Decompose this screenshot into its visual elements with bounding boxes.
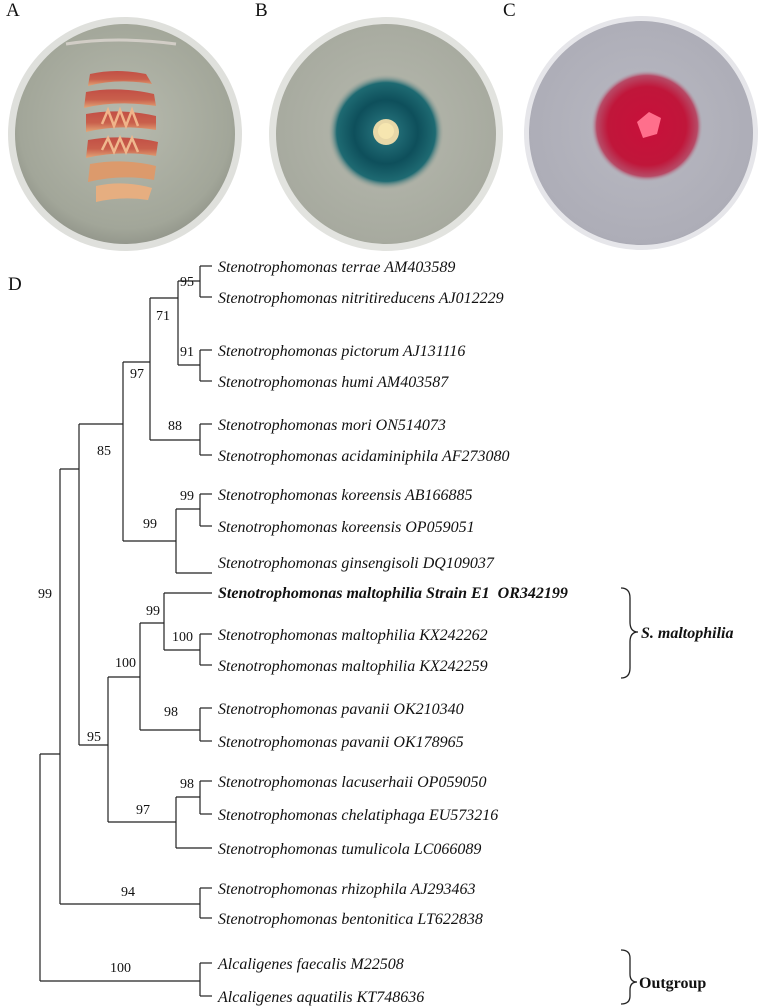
clade-label: S. maltophilia	[641, 625, 733, 642]
bootstrap-label: 98	[164, 705, 178, 720]
taxon-label: Alcaligenes aquatilis KT748636	[217, 989, 424, 1006]
taxon-label: Stenotrophomonas koreensis OP059051	[218, 519, 475, 536]
taxon-label: Stenotrophomonas pavanii OK178965	[218, 734, 464, 751]
bootstrap-label: 71	[156, 309, 170, 324]
taxon-label: Stenotrophomonas mori ON514073	[218, 417, 446, 434]
taxon-labels: Stenotrophomonas terrae AM403589 Stenotr…	[217, 259, 568, 1006]
tree-branches	[39, 265, 212, 997]
taxon-label: Stenotrophomonas lacuserhaii OP059050	[218, 774, 486, 791]
taxon-label: Stenotrophomonas ginsengisoli DQ109037	[218, 555, 495, 572]
bootstrap-label: 85	[97, 444, 111, 459]
bootstrap-label: 88	[168, 419, 182, 434]
clade-brace-outgroup: Outgroup	[620, 949, 706, 1005]
bootstrap-values: 95 71 91 97 88 85 99 99 99 99 100 100 98…	[38, 275, 194, 976]
taxon-label: Stenotrophomonas nitritireducens AJ01222…	[218, 290, 504, 307]
bootstrap-label: 100	[115, 656, 136, 671]
bootstrap-label: 100	[110, 961, 131, 976]
taxon-label: Stenotrophomonas terrae AM403589	[218, 259, 455, 276]
panel-label-b: B	[255, 0, 268, 21]
taxon-label: Stenotrophomonas pavanii OK210340	[218, 701, 464, 718]
bootstrap-label: 100	[172, 630, 193, 645]
taxon-label-highlighted: Stenotrophomonas maltophilia Strain E1 O…	[218, 585, 568, 602]
bootstrap-label: 91	[180, 345, 194, 360]
colony-spot	[637, 112, 661, 138]
taxon-label: Stenotrophomonas bentonitica LT622838	[218, 911, 483, 928]
plate-c-image	[524, 16, 758, 250]
taxon-label: Stenotrophomonas acidaminiphila AF273080	[218, 448, 510, 465]
panel-label-a: A	[6, 0, 20, 21]
clade-brace-maltophilia: S. maltophilia	[620, 587, 733, 679]
taxon-label: Stenotrophomonas humi AM403587	[218, 374, 449, 391]
panel-label-c: C	[503, 0, 516, 21]
bacterial-streak	[84, 71, 158, 202]
taxon-label: Stenotrophomonas pictorum AJ131116	[218, 343, 465, 360]
bootstrap-label: 97	[136, 803, 150, 818]
bootstrap-label: 94	[121, 885, 135, 900]
taxon-label: Alcaligenes faecalis M22508	[217, 956, 404, 973]
taxon-label: Stenotrophomonas maltophilia KX242259	[218, 658, 488, 675]
plate-a-image	[8, 17, 242, 251]
taxon-label: Stenotrophomonas rhizophila AJ293463	[218, 881, 476, 898]
bootstrap-label: 99	[146, 604, 160, 619]
clade-label: Outgroup	[639, 975, 706, 992]
taxon-label: Stenotrophomonas chelatiphaga EU573216	[218, 807, 498, 824]
taxon-label: Stenotrophomonas maltophilia KX242262	[218, 627, 488, 644]
taxon-label: Stenotrophomonas tumulicola LC066089	[218, 841, 481, 858]
bootstrap-label: 97	[130, 367, 144, 382]
bootstrap-label: 95	[180, 275, 194, 290]
bootstrap-label: 99	[38, 587, 52, 602]
panel-label-d: D	[8, 274, 22, 295]
bootstrap-label: 99	[180, 489, 194, 504]
bootstrap-label: 95	[87, 730, 101, 745]
plate-b-image	[269, 17, 503, 251]
bootstrap-label: 98	[180, 777, 194, 792]
bootstrap-label: 99	[143, 517, 157, 532]
taxon-label: Stenotrophomonas koreensis AB166885	[218, 487, 473, 504]
